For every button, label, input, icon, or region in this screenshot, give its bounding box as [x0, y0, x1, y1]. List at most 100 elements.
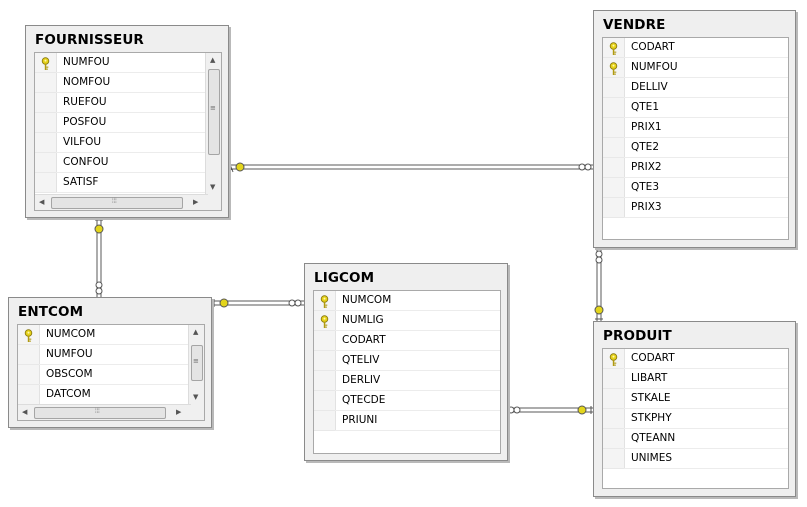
- column-row[interactable]: QTELIV: [314, 351, 500, 371]
- row-selector[interactable]: [603, 369, 625, 389]
- column-row[interactable]: NUMCOM: [18, 325, 204, 345]
- column-row[interactable]: CODART: [603, 38, 788, 58]
- row-selector[interactable]: [35, 173, 57, 193]
- grip-icon: ≡: [210, 104, 216, 112]
- scroll-left-arrow-icon[interactable]: ◀: [22, 408, 28, 416]
- horizontal-scrollbar[interactable]: ◀ ⦙⦙⦙ ▶: [18, 404, 191, 420]
- row-selector[interactable]: [603, 178, 625, 198]
- column-row[interactable]: NUMFOU: [18, 345, 204, 365]
- column-row[interactable]: CODART: [314, 331, 500, 351]
- row-selector[interactable]: [603, 38, 625, 58]
- column-row[interactable]: NUMCOM: [314, 291, 500, 311]
- row-selector[interactable]: [314, 331, 336, 351]
- relationship-fournisseur-vendre[interactable]: [229, 164, 593, 170]
- column-row[interactable]: PRIX3: [603, 198, 788, 218]
- row-selector[interactable]: [314, 371, 336, 391]
- column-row[interactable]: UNIMES: [603, 449, 788, 469]
- vertical-scrollbar[interactable]: ▲ ≡ ▼: [205, 53, 221, 196]
- column-row[interactable]: QTE3: [603, 178, 788, 198]
- column-row[interactable]: RUEFOU: [35, 93, 221, 113]
- column-row[interactable]: NUMLIG: [314, 311, 500, 331]
- many-end-entcom-fournisseur: [95, 281, 103, 295]
- row-selector[interactable]: [603, 409, 625, 429]
- row-selector[interactable]: [314, 411, 336, 431]
- column-row[interactable]: VILFOU: [35, 133, 221, 153]
- row-selector[interactable]: [35, 153, 57, 173]
- row-selector[interactable]: [35, 53, 57, 73]
- scroll-thumb[interactable]: [208, 69, 220, 155]
- column-row[interactable]: QTE2: [603, 138, 788, 158]
- row-selector[interactable]: [35, 133, 57, 153]
- column-row[interactable]: OBSCOM: [18, 365, 204, 385]
- one-end-fournisseur-vendre: [228, 161, 245, 173]
- column-row[interactable]: PRIX2: [603, 158, 788, 178]
- scroll-thumb[interactable]: [51, 197, 183, 209]
- row-selector[interactable]: [314, 351, 336, 371]
- column-row[interactable]: NUMFOU: [603, 58, 788, 78]
- scroll-thumb[interactable]: [34, 407, 166, 419]
- column-row[interactable]: STKPHY: [603, 409, 788, 429]
- row-selector[interactable]: [603, 58, 625, 78]
- column-name: VILFOU: [63, 136, 102, 148]
- row-selector[interactable]: [603, 389, 625, 409]
- row-selector[interactable]: [314, 311, 336, 331]
- row-selector[interactable]: [35, 93, 57, 113]
- column-row[interactable]: QTECDE: [314, 391, 500, 411]
- row-selector[interactable]: [18, 325, 40, 345]
- many-end-ligcom-entcom: [288, 299, 302, 307]
- column-row[interactable]: DELLIV: [603, 78, 788, 98]
- row-selector[interactable]: [314, 291, 336, 311]
- row-selector[interactable]: [603, 429, 625, 449]
- scroll-up-arrow-icon[interactable]: ▲: [193, 328, 199, 336]
- row-selector[interactable]: [603, 158, 625, 178]
- row-selector[interactable]: [35, 113, 57, 133]
- column-row[interactable]: POSFOU: [35, 113, 221, 133]
- column-row[interactable]: QTEANN: [603, 429, 788, 449]
- row-selector[interactable]: [603, 349, 625, 369]
- row-selector[interactable]: [35, 73, 57, 93]
- column-row[interactable]: DERLIV: [314, 371, 500, 391]
- scroll-left-arrow-icon[interactable]: ◀: [39, 198, 45, 206]
- row-selector[interactable]: [603, 198, 625, 218]
- row-selector[interactable]: [603, 138, 625, 158]
- row-selector[interactable]: [18, 385, 40, 405]
- scroll-down-arrow-icon[interactable]: ▼: [210, 183, 216, 191]
- scroll-up-arrow-icon[interactable]: ▲: [210, 56, 216, 64]
- column-row[interactable]: PRIX1: [603, 118, 788, 138]
- column-row[interactable]: QTE1: [603, 98, 788, 118]
- horizontal-scrollbar[interactable]: ◀ ⦙⦙⦙ ▶: [35, 194, 208, 210]
- scroll-right-arrow-icon[interactable]: ▶: [193, 198, 199, 206]
- row-divider: [56, 92, 221, 93]
- row-selector[interactable]: [603, 118, 625, 138]
- column-row[interactable]: NUMFOU: [35, 53, 221, 73]
- row-selector[interactable]: [603, 449, 625, 469]
- column-row[interactable]: PRIUNI: [314, 411, 500, 431]
- row-divider: [624, 217, 788, 218]
- scroll-thumb[interactable]: [191, 345, 203, 381]
- row-selector[interactable]: [603, 78, 625, 98]
- row-divider: [39, 384, 204, 385]
- row-selector[interactable]: [314, 391, 336, 411]
- column-row[interactable]: CONFOU: [35, 153, 221, 173]
- column-name: RUEFOU: [63, 96, 107, 108]
- row-selector[interactable]: [18, 345, 40, 365]
- row-selector[interactable]: [603, 98, 625, 118]
- many-end-symbols: [95, 163, 603, 414]
- column-row[interactable]: NOMFOU: [35, 73, 221, 93]
- scroll-down-arrow-icon[interactable]: ▼: [193, 393, 199, 401]
- column-row[interactable]: DATCOM: [18, 385, 204, 405]
- column-row[interactable]: SATISF: [35, 173, 221, 193]
- column-row[interactable]: LIBART: [603, 369, 788, 389]
- primary-key-icon: [320, 314, 329, 328]
- row-selector[interactable]: [18, 365, 40, 385]
- vertical-scrollbar[interactable]: ▲ ≡ ▼: [188, 325, 204, 406]
- column-row[interactable]: STKALE: [603, 389, 788, 409]
- one-end-fournisseur-entcom: [94, 219, 104, 234]
- scroll-right-arrow-icon[interactable]: ▶: [176, 408, 182, 416]
- column-row[interactable]: CODART: [603, 349, 788, 369]
